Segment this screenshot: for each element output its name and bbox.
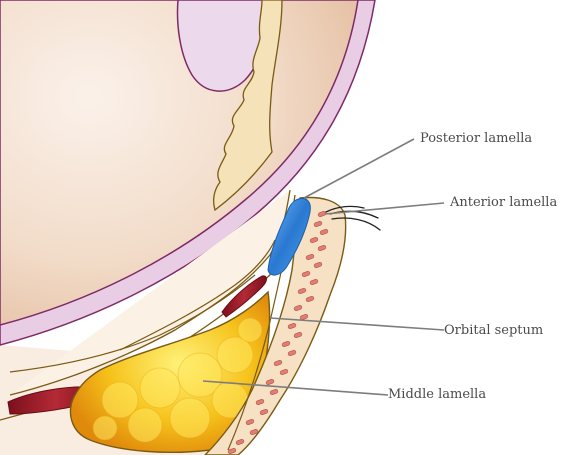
label-anterior-lamella: Anterior lamella — [450, 195, 557, 211]
label-middle-lamella: Middle lamella — [388, 387, 486, 403]
leader-anterior-lamella — [325, 203, 444, 214]
leader-posterior-lamella — [304, 139, 414, 198]
label-posterior-lamella: Posterior lamella — [420, 131, 532, 147]
label-orbital-septum: Orbital septum — [444, 323, 543, 339]
